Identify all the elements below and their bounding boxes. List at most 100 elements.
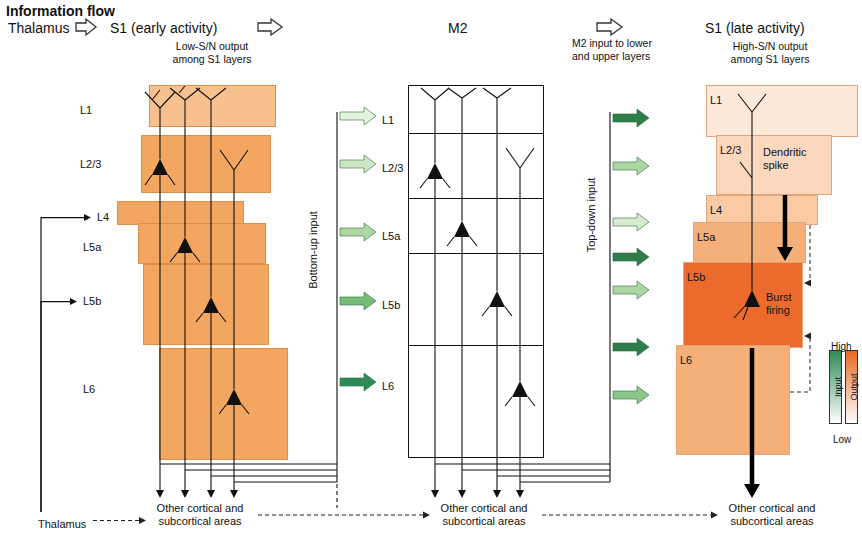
node-label-holder: L4 [710, 199, 722, 218]
connector-line [93, 520, 140, 521]
legend-swatch: Input [829, 350, 842, 424]
s1-late-layer-box: L5bBurst firing [683, 262, 803, 348]
layer-fill [408, 345, 544, 458]
input-arrow [340, 292, 376, 310]
node-note-holder: Burst firing [766, 291, 800, 318]
connector [93, 517, 146, 524]
node-label: Other cortical and subcortical areas [720, 502, 824, 528]
neuron-dendrite [196, 88, 226, 492]
node-label: Thalamus [38, 518, 86, 531]
node-note-holder: Dendritic spike [763, 146, 829, 173]
s1-late-layer-box: L1 [706, 85, 858, 137]
node-note: Dendritic spike [763, 146, 829, 172]
annotation-label-holder: Low-S/N output among S1 layers [166, 40, 258, 67]
s1-late-layer-box: L2/3 Dendritic spike [716, 135, 832, 195]
neuron-soma [744, 290, 760, 307]
neuron-soma [226, 389, 242, 405]
node-label-holder: L6 [382, 375, 394, 394]
connector-line [790, 336, 810, 392]
node-label: Other cortical and subcortical areas [432, 502, 536, 528]
node-label: L4 [97, 211, 109, 224]
node-label: L5a [83, 241, 101, 254]
node-label-holder: L4 [97, 206, 109, 225]
node-label: L1 [710, 94, 722, 107]
legend-swatch: Output [845, 350, 858, 424]
s1-late-layer-box: L5a [693, 222, 806, 263]
connector-line [258, 515, 424, 516]
node-label: L6 [382, 380, 394, 393]
node-label: L2/3 [80, 158, 101, 171]
layer-fill [159, 348, 288, 460]
node-label-holder: S1 (early activity) [110, 18, 217, 37]
node-label: M2 [448, 20, 467, 37]
m2-layer-box: L1 [378, 85, 544, 134]
node-label-holder: L5b [83, 290, 101, 309]
legend-text: Output [849, 373, 860, 400]
connector [744, 348, 760, 498]
input-arrow [340, 155, 376, 173]
output-bus [435, 112, 610, 482]
connector-line [750, 348, 755, 487]
s1-late-layer-box: L6 [676, 345, 790, 455]
annotation-label-holder: Low [833, 428, 851, 447]
hollow-arrow [76, 19, 96, 35]
neuron-dendrite [447, 88, 477, 492]
layer-fill [408, 85, 544, 134]
node-label-holder: L6 [680, 349, 692, 368]
node-label-holder: Other cortical and subcortical areas [720, 502, 824, 529]
arrowhead [804, 333, 811, 340]
annotation-label-holder: Top-down input [580, 178, 599, 253]
arrowhead [139, 517, 146, 524]
annotation-label: M2 input to lower and upper layers [572, 37, 670, 62]
node-label: L6 [680, 354, 692, 367]
connector-line [41, 302, 71, 512]
node-label: L5a [697, 231, 715, 244]
neuron-soma [203, 297, 219, 313]
neuron-soma [427, 163, 443, 179]
connector [790, 333, 811, 393]
s1-layer-box: L5a [79, 223, 266, 264]
stage-label: S1 (late activity) [624, 18, 858, 36]
node-label-holder: L5b [382, 294, 400, 313]
hollow-arrow [597, 19, 622, 35]
node-label-holder: L2/3 [720, 139, 741, 158]
input-arrow [340, 107, 376, 125]
layer-fill [408, 133, 544, 199]
neuron-dendrite [420, 88, 450, 492]
connector [76, 19, 96, 35]
node-label-holder: Other cortical and subcortical areas [432, 502, 536, 529]
input-arrow [613, 386, 649, 404]
stage-label: M2 [284, 18, 595, 36]
m2-layer-box: L5b [378, 253, 544, 346]
node-label-holder: L6 [83, 378, 95, 397]
node-label: L1 [80, 104, 92, 117]
stage-label: Thalamus [4, 18, 74, 36]
axon-arrowhead [207, 490, 215, 498]
connector [258, 512, 430, 519]
connector-line [542, 515, 712, 516]
layer-fill [117, 201, 244, 225]
connector [777, 195, 793, 261]
diagram-title: Information flow [6, 3, 115, 20]
neuron-soma [152, 159, 168, 175]
target-area: Other cortical and subcortical areas [148, 500, 256, 530]
neuron-soma [177, 237, 193, 253]
node-label: L5b [687, 271, 705, 284]
connector [258, 19, 282, 35]
legend-text-holder: Output [842, 373, 861, 400]
annotation-label: Low-S/N output among S1 layers [166, 40, 258, 65]
s1-layer-box: L6 [79, 348, 288, 460]
input-arrow [613, 157, 649, 175]
target-area: Other cortical and subcortical areas [720, 500, 828, 530]
node-label-holder: S1 (late activity) [705, 18, 805, 37]
node-label-holder: L1 [80, 99, 92, 118]
neuron-soma [489, 291, 505, 307]
s1-layer-box: L1 [76, 85, 276, 127]
annotation-label-holder: Bottom-up input [302, 211, 321, 289]
node-label: S1 (late activity) [705, 20, 805, 37]
connector-line [809, 225, 810, 283]
stage-label: S1 (early activity) [98, 18, 256, 36]
annotation-label-holder: High [831, 335, 852, 354]
neuron-dendrite [219, 150, 249, 492]
